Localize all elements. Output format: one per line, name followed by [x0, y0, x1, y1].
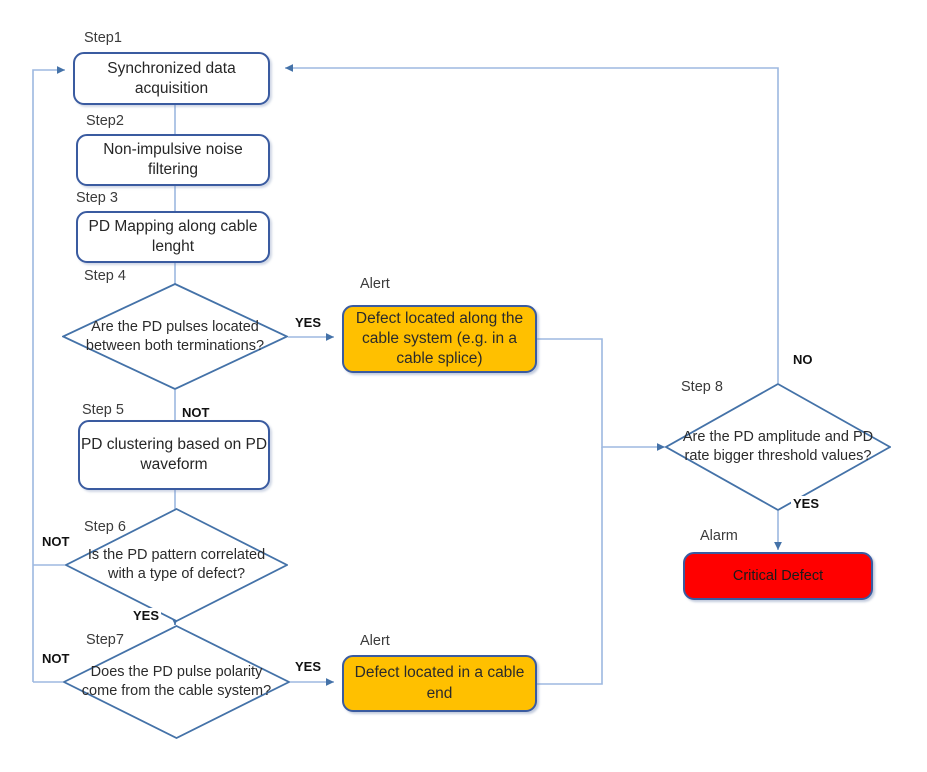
node-step4[interactable]: Are the PD pulses located between both t… — [62, 283, 288, 390]
edge-label-step4-yes: YES — [293, 315, 324, 330]
node-step6[interactable]: Is the PD pattern correlated with a type… — [65, 508, 288, 622]
caption-step1: Step1 — [84, 30, 122, 46]
node-step2-label: Non-impulsive noise filtering — [103, 141, 243, 178]
caption-step3: Step 3 — [76, 190, 118, 206]
node-step1[interactable]: Synchronized data acquisition — [73, 52, 270, 105]
edge-label-step8-no: NO — [791, 352, 815, 367]
node-step5-label: PD clustering based on PD waveform — [80, 436, 268, 473]
edge-label-step7-yes: YES — [293, 659, 324, 674]
wire-alert2-step8 — [537, 447, 603, 685]
node-alert1-label: Defect located along the cable system (e… — [355, 309, 524, 368]
step7-diamond-shape — [63, 625, 290, 739]
caption-alarm: Alarm — [700, 528, 738, 544]
node-step6-label: Is the PD pattern correlated with a type… — [87, 547, 266, 582]
wire-alert1-step8 — [537, 338, 665, 451]
node-alarm-critical-defect[interactable]: Critical Defect — [683, 552, 873, 600]
node-alarm-label: Critical Defect — [732, 567, 824, 584]
edge-label-step4-not: NOT — [180, 405, 212, 420]
node-step8[interactable]: Are the PD amplitude and PD rate bigger … — [665, 383, 891, 511]
edge-label-step7-not: NOT — [40, 651, 72, 666]
caption-step7: Step7 — [86, 632, 124, 648]
wire-left-rail-step1 — [32, 66, 65, 682]
node-step4-label: Are the PD pulses located between both t… — [85, 318, 265, 354]
caption-step5: Step 5 — [82, 402, 124, 418]
node-step7-label: Does the PD pulse polarity come from the… — [81, 664, 272, 699]
node-step3-label: PD Mapping along cable lenght — [88, 218, 258, 255]
node-alert2[interactable]: Defect located in a cable end — [342, 655, 537, 712]
caption-step8: Step 8 — [681, 379, 723, 395]
node-step3[interactable]: PD Mapping along cable lenght — [76, 211, 270, 263]
step4-diamond-shape — [62, 283, 288, 390]
caption-step6: Step 6 — [84, 519, 126, 535]
node-step5[interactable]: PD clustering based on PD waveform — [78, 420, 270, 490]
caption-alert1: Alert — [360, 276, 390, 292]
edge-label-step6-not: NOT — [40, 534, 72, 549]
node-alert1[interactable]: Defect located along the cable system (e… — [342, 305, 537, 373]
caption-alert2: Alert — [360, 633, 390, 649]
edge-label-step6-yes: YES — [131, 608, 162, 623]
node-alert2-label: Defect located in a cable end — [354, 664, 525, 702]
edge-label-step8-yes: YES — [791, 496, 822, 511]
caption-step4: Step 4 — [84, 268, 126, 284]
node-step2[interactable]: Non-impulsive noise filtering — [76, 134, 270, 186]
step8-diamond-shape — [665, 383, 891, 511]
caption-step2: Step2 — [86, 113, 124, 129]
node-step7[interactable]: Does the PD pulse polarity come from the… — [63, 625, 290, 739]
node-step1-label: Synchronized data acquisition — [107, 59, 236, 97]
node-step8-label: Are the PD amplitude and PD rate bigger … — [682, 429, 874, 464]
